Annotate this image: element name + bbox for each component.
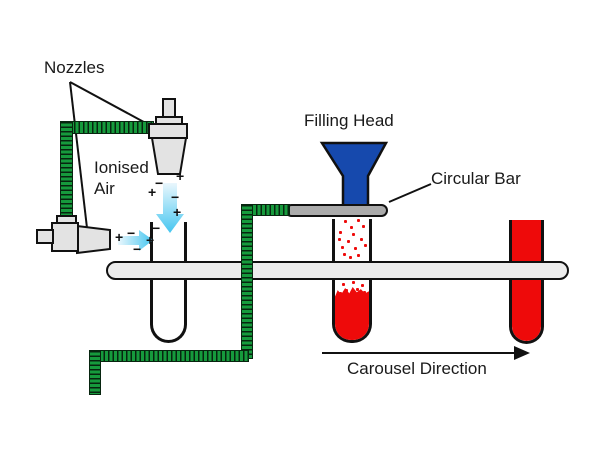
liquid-fill — [335, 287, 369, 340]
test-tube-full-liquid — [512, 220, 541, 341]
liquid-droplet — [338, 238, 341, 241]
nozzle-top-hex-nut — [148, 123, 188, 139]
liquid-droplet — [339, 292, 342, 295]
filling-head-label: Filling Head — [304, 111, 394, 130]
liquid-droplet — [360, 238, 363, 241]
nozzle-left-hex-nut — [51, 222, 79, 252]
hose-bottom-vertical — [89, 350, 101, 395]
liquid-droplet — [342, 283, 345, 286]
carousel-direction-label: Carousel Direction — [347, 359, 487, 378]
liquid-droplet — [357, 254, 360, 257]
liquid-droplet — [354, 247, 357, 250]
nozzles-pointer-line-top — [69, 81, 154, 128]
liquid-droplet — [344, 220, 347, 223]
ionised-air-arrow-right — [118, 230, 153, 251]
liquid-droplet — [357, 219, 360, 222]
test-tube-full — [509, 220, 544, 344]
liquid-droplet — [343, 253, 346, 256]
carousel-arrow-head — [514, 346, 530, 360]
test-tube-filling — [332, 219, 372, 343]
carousel-bar — [106, 261, 569, 280]
liquid-droplet — [356, 288, 359, 291]
nozzles-pointer-line-left — [69, 81, 88, 229]
nozzle-left-stem — [36, 229, 54, 244]
liquid-droplet — [363, 291, 366, 294]
liquid-droplet — [352, 233, 355, 236]
nozzles-label: Nozzles — [44, 58, 105, 77]
ionised-air-label: Ionised Air — [94, 158, 149, 198]
ionised-air-arrow-down — [156, 183, 184, 233]
circular-bar-pointer-line — [388, 183, 432, 203]
liquid-droplet — [352, 281, 355, 284]
liquid-droplet — [361, 284, 364, 287]
liquid-droplet — [341, 246, 344, 249]
liquid-droplet — [349, 256, 352, 259]
liquid-droplet — [364, 244, 367, 247]
liquid-droplet — [362, 225, 365, 228]
circular-bar-label: Circular Bar — [431, 169, 521, 188]
test-tube-empty — [150, 222, 187, 343]
liquid-droplet — [339, 231, 342, 234]
liquid-droplet — [347, 240, 350, 243]
liquid-droplet — [350, 226, 353, 229]
falling-liquid-droplets — [335, 219, 369, 340]
carousel-direction-arrow — [322, 346, 530, 360]
